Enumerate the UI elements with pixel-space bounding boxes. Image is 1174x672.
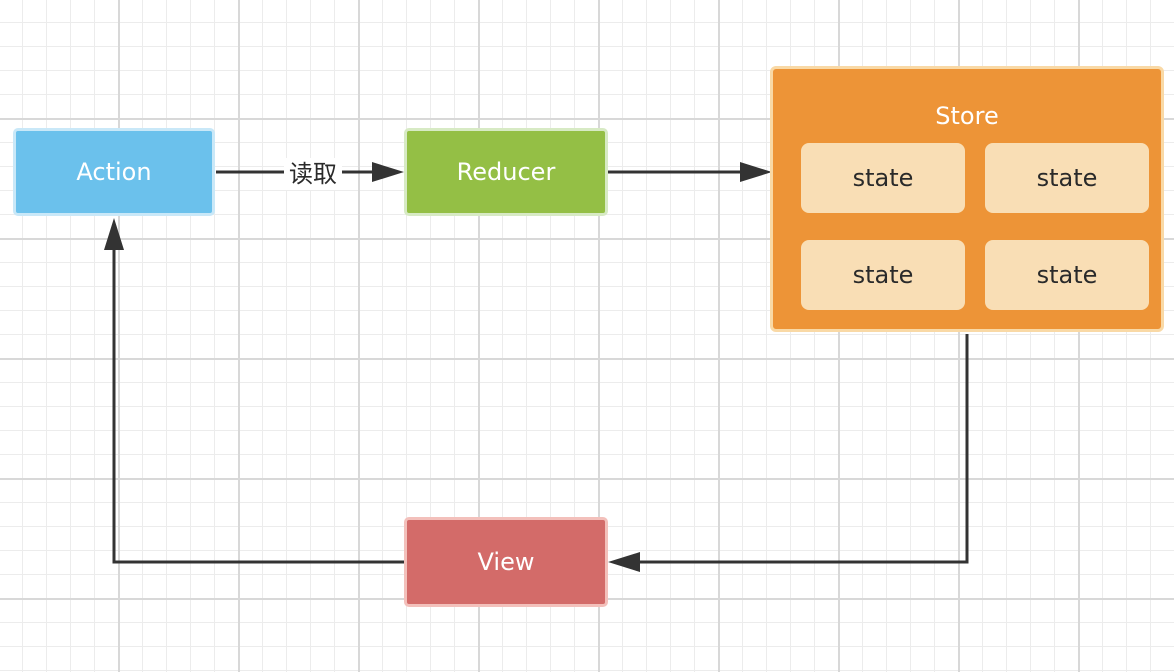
view-node[interactable]: View bbox=[404, 517, 608, 607]
state-box[interactable]: state bbox=[985, 240, 1149, 310]
arrowhead-action-icon bbox=[104, 218, 124, 250]
store-container[interactable]: Store state state state state bbox=[770, 66, 1164, 332]
arrow-view-to-action bbox=[112, 250, 404, 564]
state-label: state bbox=[1036, 164, 1098, 192]
action-node[interactable]: Action bbox=[13, 128, 215, 216]
arrowhead-store-icon bbox=[740, 162, 772, 182]
arrow-store-to-view bbox=[640, 334, 969, 564]
view-node-label: View bbox=[477, 548, 535, 576]
reducer-node[interactable]: Reducer bbox=[404, 128, 608, 216]
store-title: Store bbox=[935, 102, 999, 130]
reducer-node-label: Reducer bbox=[456, 158, 556, 186]
edge-label-read: 读取 bbox=[284, 158, 342, 190]
state-box[interactable]: state bbox=[801, 143, 965, 213]
state-label: state bbox=[852, 164, 914, 192]
arrowhead-reducer-icon bbox=[372, 162, 404, 182]
state-label: state bbox=[852, 261, 914, 289]
state-box[interactable]: state bbox=[985, 143, 1149, 213]
state-box[interactable]: state bbox=[801, 240, 965, 310]
state-label: state bbox=[1036, 261, 1098, 289]
action-node-label: Action bbox=[76, 158, 152, 186]
arrowhead-view-icon bbox=[608, 552, 640, 572]
